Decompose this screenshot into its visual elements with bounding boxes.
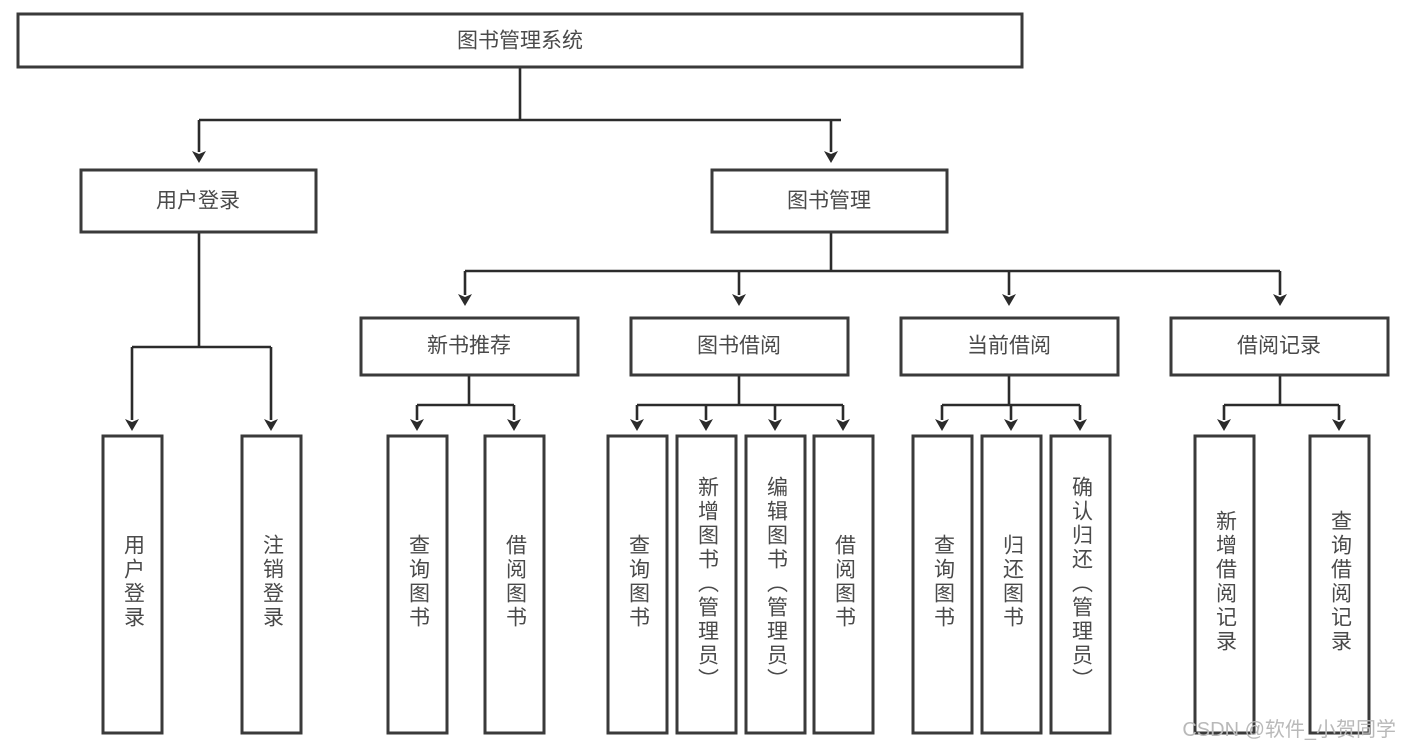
node-borrow-record-box [1169,316,1390,377]
leaf-label-user-login-1: 注销登录 [260,534,284,630]
leaf-box-current-borrow-0 [911,434,974,735]
leaf-label-borrow-record-0: 新增借阅记录 [1213,510,1237,654]
leaf-label-current-borrow-2: 确认归还（管理员） [1069,476,1093,692]
leaf-label-current-borrow-1: 归还图书 [1000,534,1024,630]
connector-group-root [192,67,841,163]
node-borrow-record-label: 借阅记录 [1237,335,1321,358]
connector-group-new-book-recommend [410,375,521,431]
leaf-node-user-login-1[interactable]: 注销登录 [240,434,303,735]
leaf-label-new-book-1: 借阅图书 [503,534,527,630]
leaf-node-book-borrow-3[interactable]: 借阅图书 [812,434,875,735]
node-book-borrow-label: 图书借阅 [697,335,781,358]
node-current-borrow-label: 当前借阅 [967,335,1051,358]
node-book-borrow[interactable]: 图书借阅 [629,316,850,377]
node-book-management-box [710,168,949,234]
leaf-label-borrow-record-1: 查询借阅记录 [1328,510,1352,654]
leaf-node-book-borrow-0[interactable]: 查询图书 [606,434,669,735]
connector-group-book-borrow [630,375,850,431]
connector-group-book-manage [458,232,1287,306]
node-book-management-label: 图书管理 [787,190,871,213]
leaf-node-current-borrow-0[interactable]: 查询图书 [911,434,974,735]
leaf-label-book-borrow-2: 编辑图书（管理员） [764,476,788,692]
node-user-login-box [79,168,318,234]
leaf-box-book-borrow-1 [675,434,738,735]
leaf-label-book-borrow-0: 查询图书 [626,534,650,630]
leaf-box-borrow-record-0 [1193,434,1256,735]
node-book-management[interactable]: 图书管理 [710,168,949,234]
node-current-borrow[interactable]: 当前借阅 [899,316,1120,377]
node-new-book-recommend[interactable]: 新书推荐 [359,316,580,377]
leaf-box-user-login-0 [101,434,164,735]
leaf-label-new-book-0: 查询图书 [406,534,430,630]
leaf-node-book-borrow-2[interactable]: 编辑图书（管理员） [744,434,807,735]
node-new-book-recommend-box [359,316,580,377]
node-book-borrow-box [629,316,850,377]
leaf-box-new-book-0 [386,434,449,735]
leaf-label-book-borrow-3: 借阅图书 [832,534,856,630]
leaf-label-user-login-0: 用户登录 [121,534,145,630]
leaf-node-borrow-record-0[interactable]: 新增借阅记录 [1193,434,1256,735]
node-current-borrow-box [899,316,1120,377]
leaf-label-book-borrow-1: 新增图书（管理员） [695,476,719,692]
node-new-book-recommend-label: 新书推荐 [427,335,511,358]
watermark-label: CSDN @软件_小贺同学 [1182,718,1396,741]
leaf-node-user-login-0[interactable]: 用户登录 [101,434,164,735]
leaf-node-current-borrow-2[interactable]: 确认归还（管理员） [1049,434,1112,735]
node-root-label: 图书管理系统 [457,30,583,53]
node-borrow-record[interactable]: 借阅记录 [1169,316,1390,377]
leaf-box-current-borrow-1 [980,434,1043,735]
leaf-node-new-book-recommend-1[interactable]: 借阅图书 [483,434,546,735]
leaf-box-book-borrow-0 [606,434,669,735]
leaf-box-current-borrow-2 [1049,434,1112,735]
leaf-node-book-borrow-1[interactable]: 新增图书（管理员） [675,434,738,735]
leaf-node-current-borrow-1[interactable]: 归还图书 [980,434,1043,735]
leaf-box-new-book-1 [483,434,546,735]
connector-group-current-borrow [935,375,1087,431]
connector-group-user-login [125,232,278,431]
leaf-box-user-login-1 [240,434,303,735]
node-root-book-management-system[interactable]: 图书管理系统 [16,12,1024,69]
node-user-login[interactable]: 用户登录 [79,168,318,234]
leaf-box-book-borrow-3 [812,434,875,735]
leaf-box-borrow-record-1 [1308,434,1371,735]
node-root-box [16,12,1024,69]
leaf-label-current-borrow-0: 查询图书 [931,534,955,630]
leaf-node-borrow-record-1[interactable]: 查询借阅记录 [1308,434,1371,735]
leaf-box-book-borrow-2 [744,434,807,735]
connector-group-borrow-record [1217,375,1346,431]
leaf-node-new-book-recommend-0[interactable]: 查询图书 [386,434,449,735]
node-user-login-label: 用户登录 [156,190,240,213]
